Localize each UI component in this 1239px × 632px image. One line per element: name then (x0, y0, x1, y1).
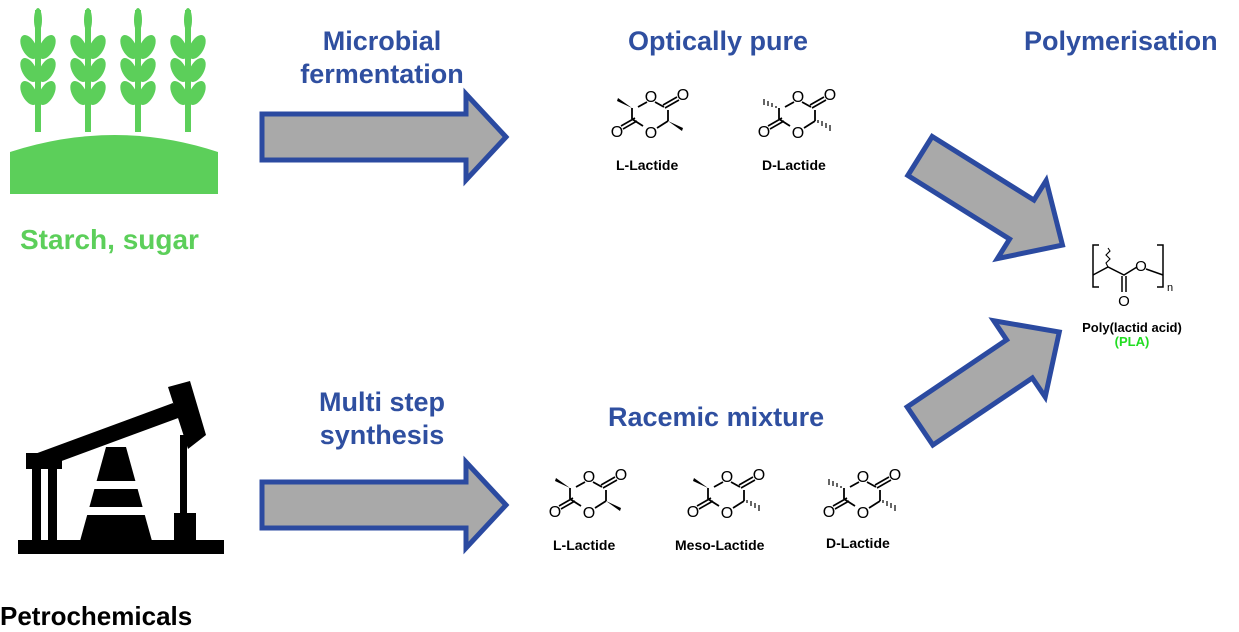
process-petro-line1: Multi step (319, 387, 445, 417)
racemic-mixture-title: Racemic mixture (608, 402, 825, 432)
racemic-d-lactide-label: D-Lactide (826, 535, 890, 551)
racemic-meso-lactide-label: Meso-Lactide (675, 537, 765, 553)
oxygen-atom-label: O (824, 87, 836, 104)
oxygen-atom-label: O (583, 469, 595, 486)
l-lactide-racemic-structure: O O O O (549, 467, 627, 522)
arrow-optical-to-pla (904, 133, 1066, 263)
pla-abbr-label: (PLA) (1114, 334, 1150, 349)
meso-lactide-structure: O O O O (687, 467, 765, 522)
process-bio-line1: Microbial (322, 26, 442, 56)
oxygen-atom-label: O (687, 504, 699, 521)
process-bio-line2: fermentation (300, 59, 464, 89)
l-lactide-optical-structure: O O O O (611, 87, 689, 142)
optical-l-lactide-label: L-Lactide (616, 157, 679, 173)
pla-oxygen-ester: O (1135, 258, 1147, 275)
polymerisation-title: Polymerisation (1024, 26, 1218, 56)
oxygen-atom-label: O (857, 469, 869, 486)
oxygen-atom-label: O (645, 89, 657, 106)
oxygen-atom-label: O (721, 505, 733, 522)
arrow-fermentation (259, 87, 510, 187)
optical-d-lactide-label: D-Lactide (762, 157, 826, 173)
oxygen-atom-label: O (583, 505, 595, 522)
oxygen-atom-label: O (549, 504, 561, 521)
oxygen-atom-label: O (758, 124, 770, 141)
source-bio-label: Starch, sugar (20, 224, 199, 255)
oxygen-atom-label: O (889, 467, 901, 484)
d-lactide-optical-structure: O O O O (758, 87, 836, 142)
pla-name-label: Poly(lactid acid) (1082, 320, 1182, 335)
oxygen-atom-label: O (645, 125, 657, 142)
oxygen-atom-label: O (823, 504, 835, 521)
pla-repeat-index: n (1167, 282, 1173, 294)
arrow-synthesis (259, 455, 510, 555)
source-petro-label: Petrochemicals (0, 601, 193, 631)
process-petro-line2: synthesis (319, 420, 445, 450)
oxygen-atom-label: O (753, 467, 765, 484)
oil-pump-icon (18, 381, 224, 554)
arrow-racemic-to-pla (903, 317, 1063, 449)
oxygen-atom-label: O (792, 89, 804, 106)
oxygen-atom-label: O (615, 467, 627, 484)
wheat-field-icon (10, 8, 218, 194)
racemic-l-lactide-label: L-Lactide (553, 537, 616, 553)
oxygen-atom-label: O (792, 125, 804, 142)
pla-structure: O O n (1092, 244, 1173, 310)
oxygen-atom-label: O (721, 469, 733, 486)
optically-pure-title: Optically pure (628, 26, 809, 56)
d-lactide-racemic-structure: O O O O (823, 467, 901, 522)
oxygen-atom-label: O (677, 87, 689, 104)
pla-oxygen-carbonyl: O (1118, 293, 1130, 310)
oxygen-atom-label: O (611, 124, 623, 141)
oxygen-atom-label: O (857, 505, 869, 522)
